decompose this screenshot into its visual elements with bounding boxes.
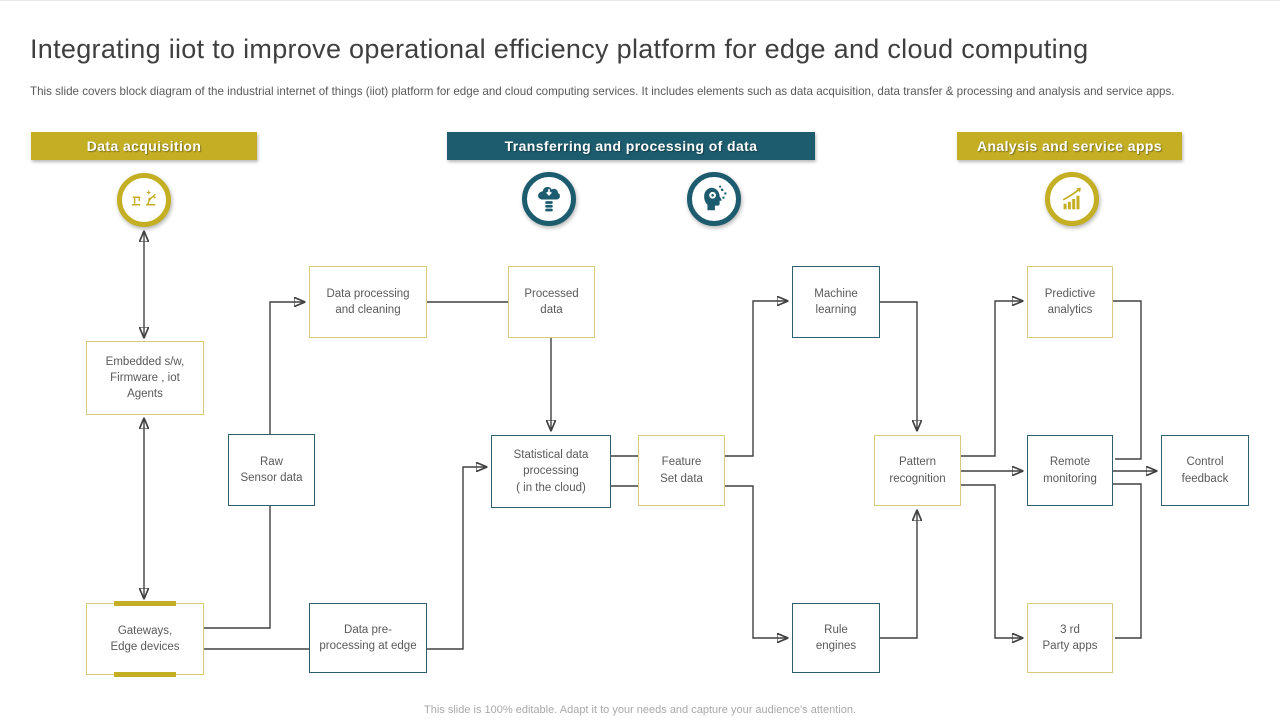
node-label: Predictive analytics	[1044, 287, 1096, 316]
node-predictive-analytics: Predictive analytics	[1027, 266, 1113, 338]
node-label: Pattern recognition	[889, 456, 946, 485]
node-label: 3 rd Party apps	[1042, 623, 1098, 652]
node-remote-monitoring: Remote monitoring	[1027, 435, 1113, 506]
growth-chart-icon	[1045, 172, 1099, 226]
node-label: Processed data	[524, 287, 579, 316]
edge-machine-learning-pattern	[880, 301, 917, 430]
node-label: Rule engines	[815, 623, 857, 652]
edge-remote-third-party	[1113, 483, 1142, 639]
node-label: Data processing and cleaning	[326, 287, 410, 316]
node-label: Machine learning	[814, 287, 858, 316]
node-label: Feature Set data	[660, 456, 703, 485]
node-pattern-recognition: Pattern recognition	[874, 435, 961, 506]
edge-pattern-third-party	[961, 484, 1022, 638]
node-third-party-apps: 3 rd Party apps	[1027, 603, 1113, 673]
section-header-label: Transferring and processing of data	[504, 138, 758, 154]
node-embedded-software: Embedded s/w, Firmware , iot Agents	[86, 341, 204, 415]
edge-raw-sensor-data-processing	[269, 302, 304, 434]
node-gateways-edge-devices: Gateways, Edge devices	[86, 601, 204, 677]
node-processed-data: Processed data	[508, 266, 595, 338]
section-header-analysis-service-apps: Analysis and service apps	[957, 132, 1182, 160]
node-data-processing-cleaning: Data processing and cleaning	[309, 266, 427, 338]
footer-note: This slide is 100% editable. Adapt it to…	[424, 704, 856, 716]
ai-head-icon	[687, 172, 741, 226]
node-feature-set-data: Feature Set data	[638, 435, 725, 506]
node-label: Remote monitoring	[1043, 456, 1097, 485]
gold-accent-bar	[114, 672, 176, 677]
edge-pattern-predictive	[961, 301, 1022, 457]
section-header-data-acquisition: Data acquisition	[31, 132, 257, 160]
growth-chart-icon	[1062, 187, 1081, 210]
iot-devices-icon	[117, 173, 171, 227]
edge-feature-rule-engines	[725, 485, 787, 638]
page-title: Integrating iiot to improve operational …	[30, 34, 1089, 64]
edge-gateways-raw-sensor	[204, 506, 271, 629]
node-statistical-data-processing: Statistical data processing ( in the clo…	[491, 435, 611, 508]
edge-feature-machine-learning	[725, 301, 787, 457]
slide-description: This slide covers block diagram of the i…	[30, 85, 1175, 98]
gold-accent-bar	[114, 601, 176, 606]
node-machine-learning: Machine learning	[792, 266, 880, 338]
node-control-feedback: Control feedback	[1161, 435, 1249, 506]
node-data-preprocessing-edge: Data pre- processing at edge	[309, 603, 427, 673]
node-label: Gateways, Edge devices	[110, 624, 180, 653]
edge-rule-engines-pattern	[880, 511, 917, 639]
iot-devices-icon	[131, 190, 156, 206]
cloud-download-icon	[522, 172, 576, 226]
section-header-label: Analysis and service apps	[976, 138, 1163, 154]
node-label: Embedded s/w, Firmware , iot Agents	[105, 355, 185, 401]
node-label: Data pre- processing at edge	[319, 623, 417, 652]
section-header-transferring-processing: Transferring and processing of data	[447, 132, 815, 160]
node-rule-engines: Rule engines	[792, 603, 880, 673]
edge-predictive-remote	[1113, 300, 1142, 460]
edge-data-pre-statistical	[427, 467, 486, 650]
ai-head-icon	[704, 185, 727, 211]
section-header-label: Data acquisition	[86, 138, 202, 154]
node-label: Control feedback	[1181, 456, 1229, 485]
node-label: Raw Sensor data	[240, 455, 303, 484]
node-raw-sensor-data: Raw Sensor data	[228, 434, 315, 506]
node-label: Statistical data processing ( in the clo…	[513, 449, 589, 494]
cloud-download-icon	[538, 186, 560, 212]
